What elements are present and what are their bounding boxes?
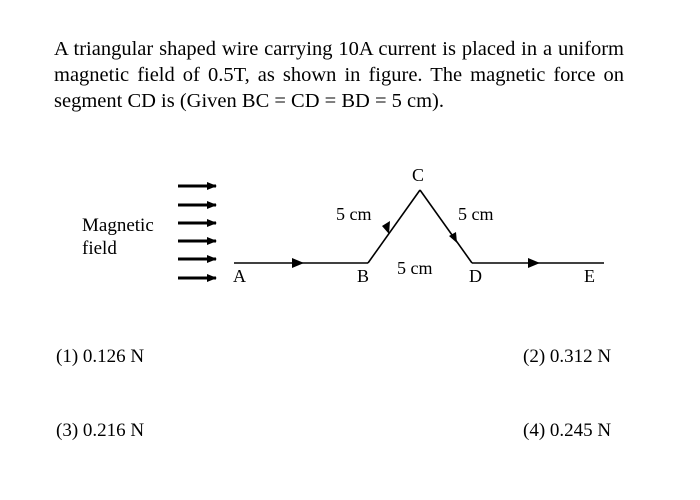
option-2[interactable]: (2) 0.312 N — [523, 346, 612, 367]
current-arrow-cd — [449, 232, 457, 243]
magnetic-field-arrows — [178, 182, 217, 282]
length-label-bd: 5 cm — [397, 258, 433, 278]
wire-segment-cd — [419, 189, 473, 264]
current-arrow-de — [528, 258, 540, 268]
length-label-cd: 5 cm — [458, 204, 494, 224]
wire — [234, 189, 604, 268]
point-label-b: B — [357, 266, 369, 286]
point-label-e: E — [584, 266, 595, 286]
point-label-a: A — [233, 266, 246, 286]
point-label-d: D — [469, 266, 482, 286]
option-1[interactable]: (1) 0.126 N — [56, 346, 145, 367]
question-text: A triangular shaped wire carrying 10A cu… — [54, 38, 624, 112]
option-4[interactable]: (4) 0.245 N — [523, 420, 612, 441]
field-label-line1: Magnetic — [82, 215, 154, 236]
length-label-bc: 5 cm — [336, 204, 372, 224]
wire-segment-bc — [367, 189, 421, 264]
current-arrow-ab — [292, 258, 304, 268]
current-arrow-bc — [382, 221, 390, 234]
option-3[interactable]: (3) 0.216 N — [56, 420, 145, 441]
point-label-c: C — [412, 165, 424, 185]
field-label-line2: field — [82, 238, 117, 259]
